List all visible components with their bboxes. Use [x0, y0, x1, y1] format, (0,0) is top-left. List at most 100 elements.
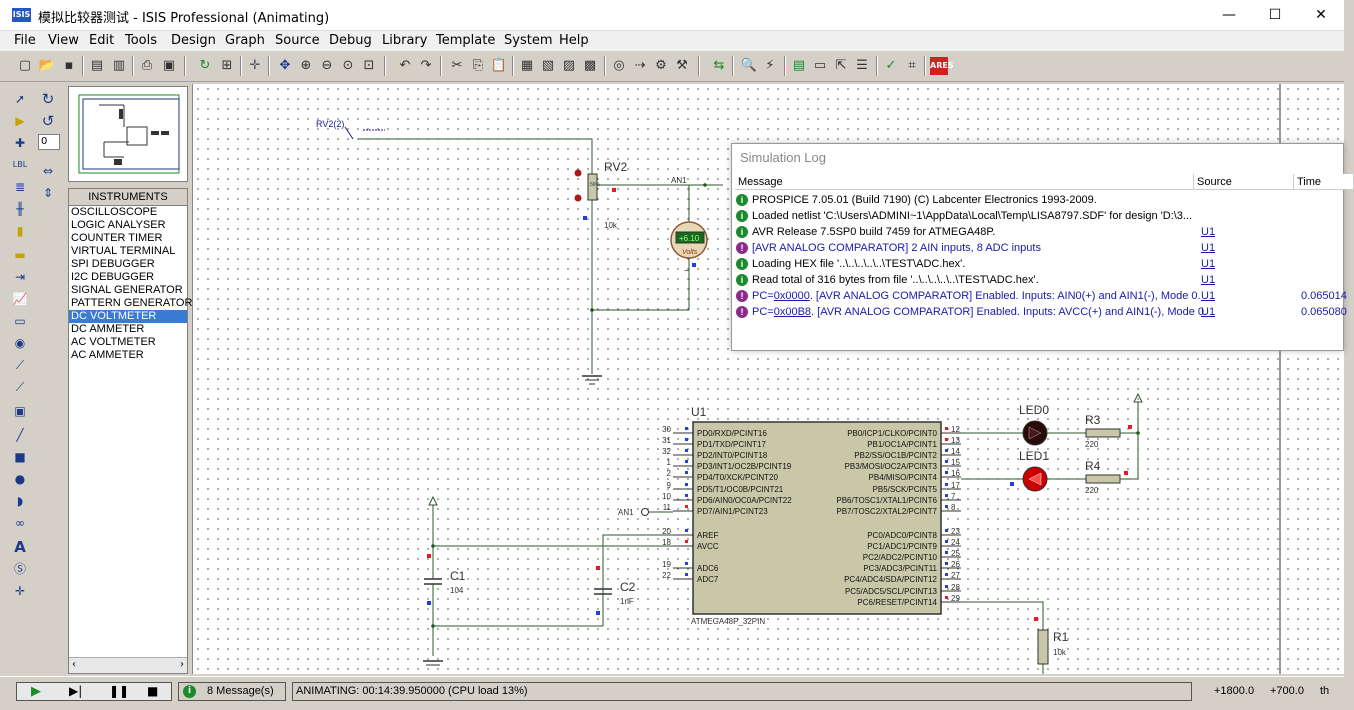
simulation-log-window[interactable]: Simulation Log Message Source Time i PRO…	[731, 143, 1354, 351]
log-source-link[interactable]: U1	[1201, 258, 1216, 270]
virtual-instruments-icon[interactable]: ▣	[14, 404, 26, 418]
menu-system[interactable]: System	[504, 33, 553, 48]
log-source-link[interactable]: U1	[1201, 274, 1216, 286]
scroll-right-icon[interactable]: ›	[180, 659, 184, 670]
ares-icon[interactable]: ARES	[930, 57, 954, 75]
open-file-icon[interactable]: 📂	[38, 58, 56, 73]
rv2-increase-button[interactable]	[574, 169, 582, 177]
zoom-out-icon[interactable]: ⊖	[321, 58, 333, 73]
cut-icon[interactable]: ✂	[451, 58, 463, 73]
make-device-icon[interactable]: ⇢	[634, 58, 646, 73]
column-header-time[interactable]: Time	[1294, 174, 1354, 190]
electrical-rules-icon[interactable]: ✓	[885, 58, 897, 73]
menu-help[interactable]: Help	[559, 33, 589, 48]
instrument-item[interactable]: SIGNAL GENERATOR	[71, 284, 183, 296]
log-row[interactable]: ! PC=0x00B8. [AVR ANALOG COMPARATOR] Ena…	[735, 304, 1347, 320]
box-icon[interactable]: ■	[14, 450, 26, 464]
pc-link[interactable]: 0x0000	[773, 290, 810, 302]
zoom-all-icon[interactable]: ⊙	[342, 58, 354, 73]
menu-tools[interactable]: Tools	[125, 33, 158, 48]
text-icon[interactable]: A	[14, 538, 26, 556]
step-icon[interactable]: ▶|	[69, 684, 83, 698]
menu-template[interactable]: Template	[436, 33, 496, 48]
rotate-cw-icon[interactable]: ↻	[41, 90, 55, 108]
paste-icon[interactable]: 📋	[490, 58, 508, 73]
wire-autorouter-icon[interactable]: ⇆	[713, 58, 725, 73]
property-tool-icon[interactable]: ⚡	[765, 58, 775, 73]
block-move-icon[interactable]: ▧	[541, 58, 555, 73]
save-icon[interactable]: ▪	[64, 58, 74, 73]
overview-window[interactable]	[68, 86, 188, 182]
menu-edit[interactable]: Edit	[89, 33, 115, 48]
instrument-item[interactable]: I2C DEBUGGER	[71, 271, 155, 283]
log-row[interactable]: i PROSPICE 7.05.01 (Build 7190) (C) Labc…	[735, 192, 1345, 208]
menu-design[interactable]: Design	[171, 33, 216, 48]
voltage-probe-icon[interactable]: ⟋	[15, 358, 25, 372]
log-source-link[interactable]: U1	[1201, 290, 1216, 302]
path-icon[interactable]: ∞	[15, 516, 25, 530]
symbol-icon[interactable]: Ⓢ	[13, 562, 26, 576]
undo-icon[interactable]: ↶	[399, 58, 411, 73]
current-probe-icon[interactable]: ⟋	[15, 380, 25, 394]
block-delete-icon[interactable]: ▩	[583, 58, 597, 73]
pick-device-icon[interactable]: ◎	[613, 58, 625, 73]
block-copy-icon[interactable]: ▦	[520, 58, 534, 73]
zoom-area-icon[interactable]: ⊡	[363, 58, 375, 73]
instrument-item[interactable]: SPI DEBUGGER	[71, 258, 155, 270]
print-area-icon[interactable]: ▣	[162, 58, 176, 73]
message-counter[interactable]: i 8 Message(s)	[178, 682, 286, 701]
instrument-item[interactable]: PATTERN GENERATOR	[71, 297, 193, 309]
block-rotate-icon[interactable]: ▨	[562, 58, 576, 73]
mirror-vertical-icon[interactable]: ⇕	[42, 186, 54, 200]
units-indicator[interactable]: th	[1320, 685, 1330, 697]
menu-library[interactable]: Library	[382, 33, 428, 48]
log-row[interactable]: ! [AVR ANALOG COMPARATOR] 2 AIN inputs, …	[735, 240, 1345, 256]
stop-icon[interactable]: ■	[147, 684, 159, 698]
mirror-horizontal-icon[interactable]: ⇔	[42, 164, 54, 178]
instrument-item[interactable]: AC VOLTMETER	[71, 336, 156, 348]
new-file-icon[interactable]: ▢	[18, 58, 32, 73]
print-icon[interactable]: ⎙	[141, 58, 153, 73]
redo-icon[interactable]: ↷	[420, 58, 432, 73]
instrument-item[interactable]: AC AMMETER	[71, 349, 144, 361]
generator-icon[interactable]: ◉	[14, 336, 26, 350]
new-sheet-icon[interactable]: ▤	[792, 58, 806, 73]
copy-icon[interactable]: ⎘	[472, 58, 484, 73]
device-pins-icon[interactable]: ⇥	[14, 270, 26, 284]
remove-sheet-icon[interactable]: ▭	[813, 58, 827, 73]
decompose-icon[interactable]: ⚙	[655, 58, 667, 73]
log-source-link[interactable]: U1	[1201, 242, 1216, 254]
scroll-left-icon[interactable]: ‹	[72, 659, 76, 670]
column-header-source[interactable]: Source	[1194, 174, 1294, 190]
log-row[interactable]: i AVR Release 7.5SP0 build 7459 for ATME…	[735, 224, 1345, 240]
refresh-icon[interactable]: ↻	[199, 58, 211, 73]
origin-icon[interactable]: ✛	[249, 58, 261, 73]
text-script-icon[interactable]: ≣	[14, 180, 26, 194]
arc-icon[interactable]: ◗	[16, 494, 24, 508]
tape-recorder-icon[interactable]: ▭	[14, 314, 26, 328]
rotation-angle-field[interactable]: 0	[38, 134, 60, 150]
rv2-decrease-button[interactable]	[574, 194, 582, 202]
rotate-ccw-icon[interactable]: ↺	[41, 112, 55, 130]
play-icon[interactable]: ▶	[31, 684, 41, 699]
search-icon[interactable]: 🔍	[740, 58, 758, 73]
wire-label-icon[interactable]: LBL	[12, 160, 28, 169]
pause-icon[interactable]: ❚❚	[109, 684, 130, 698]
pc-link[interactable]: 0x00B8	[773, 306, 812, 318]
minimize-button[interactable]: —	[1222, 7, 1236, 23]
export-icon[interactable]: ▥	[112, 58, 126, 73]
log-source-link[interactable]: U1	[1201, 306, 1216, 318]
instrument-item[interactable]: DC AMMETER	[71, 323, 145, 335]
instrument-item[interactable]: VIRTUAL TERMINAL	[71, 245, 176, 257]
marker-icon[interactable]: ✛	[14, 584, 26, 598]
subcircuit-icon[interactable]: ▮	[16, 224, 24, 238]
maximize-button[interactable]: ☐	[1268, 7, 1282, 23]
component-mode-icon[interactable]: ▶	[15, 114, 25, 128]
close-button[interactable]: ✕	[1315, 7, 1327, 23]
instrument-item[interactable]: OSCILLOSCOPE	[71, 206, 158, 218]
instrument-item-selected[interactable]: DC VOLTMETER	[69, 310, 187, 323]
circle-icon[interactable]: ●	[14, 472, 26, 486]
graph-mode-icon[interactable]: 📈	[12, 292, 28, 306]
grid-icon[interactable]: ⊞	[221, 58, 233, 73]
junction-dot-icon[interactable]: ✚	[14, 136, 26, 150]
